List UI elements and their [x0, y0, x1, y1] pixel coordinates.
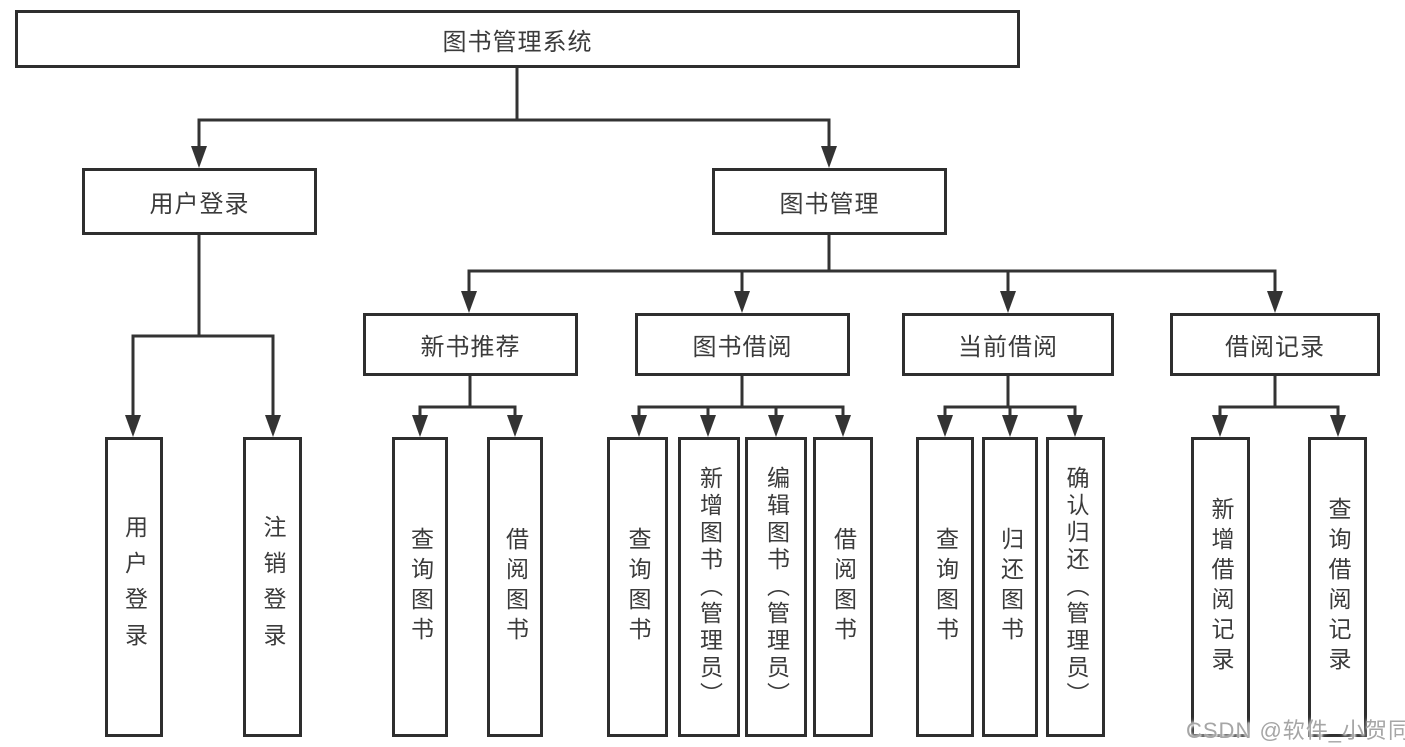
node-leaf-query-books-current: 查询图书: [916, 437, 974, 737]
node-new-book-recommendation: 新书推荐: [363, 313, 578, 376]
node-label: 图书管理: [779, 191, 880, 218]
node-leaf-edit-book-admin: 编辑图书（管理员）: [745, 437, 807, 737]
node-leaf-query-borrow-record: 查询借阅记录: [1308, 437, 1367, 737]
node-leaf-logout: 注销登录: [243, 437, 302, 737]
node-label: 用户登录: [149, 191, 250, 218]
watermark: CSDN @软件_小贺同学: [1186, 718, 1405, 743]
node-leaf-return-book: 归还图书: [982, 437, 1038, 737]
node-label: 新书推荐: [420, 334, 521, 361]
node-leaf-user-login: 用户登录: [105, 437, 163, 737]
node-leaf-add-borrow-record: 新增借阅记录: [1191, 437, 1250, 737]
node-book-borrowing: 图书借阅: [635, 313, 850, 376]
node-leaf-borrow-books-borrowing: 借阅图书: [813, 437, 873, 737]
node-user-login: 用户登录: [82, 168, 317, 235]
node-book-management: 图书管理: [712, 168, 947, 235]
node-label: 归还图书: [997, 527, 1024, 647]
node-label: 注销登录: [260, 515, 286, 659]
node-label: 图书管理系统: [442, 28, 593, 56]
node-label: 借阅图书: [830, 527, 857, 647]
node-label: 编辑图书（管理员）: [763, 465, 790, 709]
node-label: 查询图书: [407, 527, 434, 647]
node-leaf-confirm-return-admin: 确认归还（管理员）: [1046, 437, 1105, 737]
node-label: 查询图书: [932, 527, 959, 647]
node-borrowing-records: 借阅记录: [1170, 313, 1380, 376]
node-label: 查询借阅记录: [1325, 497, 1351, 677]
node-label: 图书借阅: [692, 334, 793, 361]
node-leaf-query-books-recommend: 查询图书: [392, 437, 448, 737]
node-label: 借阅记录: [1225, 334, 1325, 361]
node-root-system: 图书管理系统: [15, 10, 1020, 68]
node-label: 新增借阅记录: [1208, 497, 1234, 677]
node-label: 借阅图书: [502, 527, 529, 647]
node-label: 确认归还（管理员）: [1063, 465, 1089, 709]
node-label: 新增图书（管理员）: [696, 465, 723, 709]
node-leaf-add-book-admin: 新增图书（管理员）: [678, 437, 740, 737]
node-label: 用户登录: [121, 515, 148, 659]
node-label: 当前借阅: [958, 334, 1058, 361]
node-leaf-borrow-books-recommend: 借阅图书: [487, 437, 543, 737]
node-current-borrowing: 当前借阅: [902, 313, 1114, 376]
node-leaf-query-books-borrowing: 查询图书: [607, 437, 668, 737]
node-label: 查询图书: [625, 527, 651, 647]
